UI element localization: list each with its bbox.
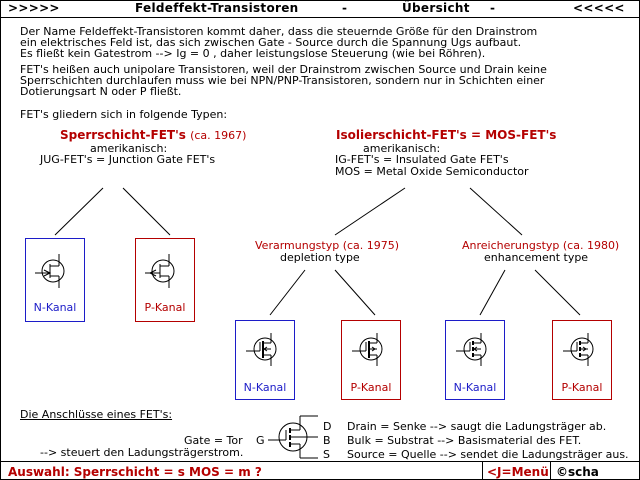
sperrschicht-jugfet: JUG-FET's = Junction Gate FET's <box>40 153 216 166</box>
intro-line-1: Der Name Feldeffekt-Transistoren kommt d… <box>20 25 538 38</box>
page-subtitle: Übersicht <box>402 1 470 15</box>
intro-line-2: ein elektrisches Feld ist, das sich zwis… <box>20 36 522 49</box>
jfet-n-channel-box[interactable]: N-Kanal <box>25 238 85 322</box>
source-letter: S <box>323 448 330 461</box>
isolierschicht-mos: MOS = Metal Oxide Semiconductor <box>335 165 529 178</box>
enhancement-p-channel-box[interactable]: P-Kanal <box>552 320 612 400</box>
gate-label: Gate = Tor <box>184 434 243 447</box>
enhancement-n-label: N-Kanal <box>453 381 497 394</box>
footer-divider-2 <box>550 461 551 479</box>
menu-button[interactable]: <J=Menü <box>487 465 549 479</box>
title-divider <box>0 17 640 18</box>
depletion-n-label: N-Kanal <box>243 381 287 394</box>
mosfet-terminals-icon <box>268 415 318 459</box>
jfet-n-label: N-Kanal <box>33 301 77 314</box>
enhancement-p-symbol-icon <box>563 333 594 366</box>
intro-line-7: FET's gliedern sich in folgende Typen: <box>20 108 228 121</box>
anreicherung-title: Anreicherungstyp (ca. 1980) <box>462 239 620 252</box>
title-bar: >>>>> Feldeffekt-Transistoren - Übersich… <box>0 0 640 17</box>
depletion-n-channel-box[interactable]: N-Kanal <box>235 320 295 400</box>
title-dash-left: - <box>342 1 348 15</box>
drain-letter: D <box>323 420 332 433</box>
intro-line-5: Sperrschichten durchlaufen muss wie bei … <box>20 74 545 87</box>
bulk-description: Bulk = Substrat --> Basismaterial des FE… <box>347 434 582 447</box>
status-bar: Auswahl: Sperrschicht = s MOS = m ? <J=M… <box>0 461 640 480</box>
drain-description: Drain = Senke --> saugt die Ladungsträge… <box>347 420 607 433</box>
jfet-p-symbol-icon <box>145 254 175 288</box>
source-description: Source = Quelle --> sendet die Ladungstr… <box>347 448 629 461</box>
copyright-label: ©scha <box>556 465 599 479</box>
depletion-p-symbol-icon <box>352 333 383 366</box>
bulk-letter: B <box>323 434 331 447</box>
sperrschicht-american-label: amerikanisch: <box>90 142 168 155</box>
selection-prompt[interactable]: Auswahl: Sperrschicht = s MOS = m ? <box>8 465 262 479</box>
verarmung-subtitle: depletion type <box>280 251 360 264</box>
isolierschicht-heading: Isolierschicht-FET's = MOS-FET's <box>336 128 557 142</box>
footer-divider-1 <box>482 461 483 479</box>
jfet-p-channel-box[interactable]: P-Kanal <box>135 238 195 322</box>
sperrschicht-heading: Sperrschicht-FET's (ca. 1967) <box>60 128 246 142</box>
depletion-p-channel-box[interactable]: P-Kanal <box>341 320 401 400</box>
gate-description: --> steuert den Ladungsträgerstrom. <box>40 446 244 459</box>
anreicherung-subtitle: enhancement type <box>484 251 589 264</box>
gate-letter: G <box>256 434 265 447</box>
title-dash-right: - <box>490 1 496 15</box>
connections-heading: Die Anschlüsse eines FET's: <box>20 408 173 421</box>
enhancement-n-channel-box[interactable]: N-Kanal <box>445 320 505 400</box>
sperrschicht-year: (ca. 1967) <box>190 129 247 142</box>
sperrschicht-heading-label: Sperrschicht-FET's <box>60 128 186 142</box>
page-title: Feldeffekt-Transistoren <box>135 1 299 15</box>
title-left-arrows: >>>>> <box>8 1 60 15</box>
isolierschicht-igfet: IG-FET's = Insulated Gate FET's <box>335 153 509 166</box>
enhancement-p-label: P-Kanal <box>561 381 603 394</box>
depletion-p-label: P-Kanal <box>350 381 392 394</box>
jfet-p-label: P-Kanal <box>144 301 186 314</box>
depletion-n-symbol-icon <box>246 333 277 366</box>
verarmung-title: Verarmungstyp (ca. 1975) <box>255 239 400 252</box>
isolierschicht-american-label: amerikanisch: <box>363 142 441 155</box>
intro-line-6: Dotierungsart N oder P fließt. <box>20 85 182 98</box>
title-right-arrows: <<<<< <box>573 1 625 15</box>
enhancement-n-symbol-icon <box>456 333 487 366</box>
intro-line-4: FET's heißen auch unipolare Transistoren… <box>20 63 547 76</box>
jfet-n-symbol-icon <box>35 254 65 288</box>
intro-line-3: Es fließt kein Gatestrom --> Ig = 0 , da… <box>20 47 486 60</box>
